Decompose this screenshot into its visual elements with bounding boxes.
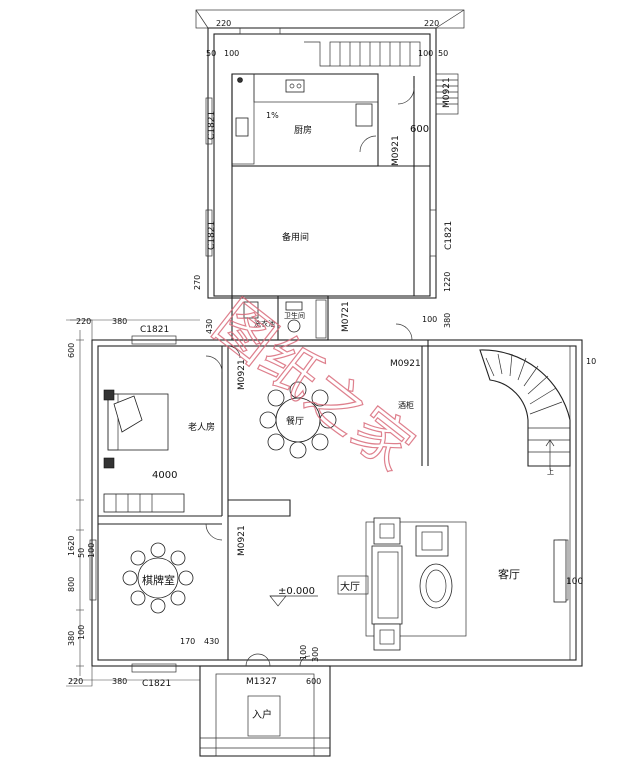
window-c1821-storage-left: C1821 xyxy=(207,221,217,250)
chess-table xyxy=(122,542,194,614)
dim-430-bottom: 430 xyxy=(204,637,219,646)
slope-label: 1% xyxy=(266,111,279,120)
main-floor-walls xyxy=(66,319,583,757)
watermark: 图纸之家 xyxy=(201,287,426,483)
room-laundry: 洗衣池 xyxy=(254,319,275,328)
dim-300: 300 xyxy=(311,647,320,662)
window-c1821-elder: C1821 xyxy=(140,325,169,335)
window-c1821-kitchen: C1821 xyxy=(207,111,217,140)
dining-table xyxy=(259,381,337,459)
elder-bed xyxy=(103,389,185,513)
spiral-stair xyxy=(479,349,571,470)
dim-50-top-right: 50 xyxy=(438,49,448,58)
dim-220-bottom: 220 xyxy=(68,677,83,686)
dim-100-living: 100 xyxy=(566,577,583,587)
dim-50-top: 50 xyxy=(206,49,216,58)
room-chess: 棋牌室 xyxy=(142,573,175,587)
dim-270: 270 xyxy=(193,275,202,290)
room-storage: 备用间 xyxy=(282,231,309,243)
door-m1327: M1327 xyxy=(246,677,277,687)
dim-100-left: 100 xyxy=(87,543,96,558)
room-entrance: 入户 xyxy=(252,708,272,721)
room-bathroom: 卫生间 xyxy=(284,311,305,320)
dim-10-right: 10 xyxy=(586,357,596,366)
dim-100-top: 100 xyxy=(224,49,239,58)
door-m0921-elder: M0921 xyxy=(237,359,247,390)
window-c1821-bottom: C1821 xyxy=(142,679,171,689)
dim-100-mid: 100 xyxy=(299,645,308,660)
dim-380-bottom: 380 xyxy=(112,677,127,686)
room-elder: 老人房 xyxy=(188,421,215,433)
door-m0921-kitchen: M0921 xyxy=(391,135,401,166)
hall-label-box xyxy=(337,575,369,595)
dim-600-bottom: 600 xyxy=(306,677,321,686)
room-hall: 大厅 xyxy=(340,580,360,593)
window-c1821-storage-right: C1821 xyxy=(444,221,454,250)
stair-up-label: 上 xyxy=(547,467,554,476)
dim-380-right: 380 xyxy=(443,313,452,328)
living-furniture xyxy=(365,517,567,651)
dim-100-left2: 100 xyxy=(77,625,86,640)
elevation-label: ±0.000 xyxy=(278,586,315,597)
dim-380-left: 380 xyxy=(67,631,76,646)
door-m0721: M0721 xyxy=(341,301,351,332)
room-dining: 餐厅 xyxy=(286,415,304,427)
dim-1620: 1620 xyxy=(67,536,76,556)
room-kitchen: 厨房 xyxy=(294,124,312,136)
bath-laundry-walls xyxy=(231,295,329,341)
door-m0921-chess: M0921 xyxy=(237,525,247,556)
room-living: 客厅 xyxy=(498,567,520,581)
dim-220-top-right: 220 xyxy=(424,19,439,28)
bed-dimension-label: 4000 xyxy=(152,470,177,481)
dim-170: 170 xyxy=(180,637,195,646)
dim-50-left: 50 xyxy=(77,548,86,558)
dim-600-left: 600 xyxy=(67,343,76,358)
door-m0921-dining: M0921 xyxy=(390,359,421,369)
room-bar: 酒柜 xyxy=(398,400,414,410)
dim-1220: 1220 xyxy=(443,272,452,292)
upper-wing-walls xyxy=(195,9,465,299)
dim-380-mid-left: 380 xyxy=(112,317,127,326)
dim-800: 800 xyxy=(67,577,76,592)
top-stairs xyxy=(304,41,421,67)
dim-100-right: 100 xyxy=(422,315,437,324)
dim-100-top-right: 100 xyxy=(418,49,433,58)
elevation-marker xyxy=(269,595,318,607)
dim-600: 600 xyxy=(410,124,429,135)
dim-220-mid-left: 220 xyxy=(76,317,91,326)
dim-220-top-left: 220 xyxy=(216,19,231,28)
door-m0921-top-right: M0921 xyxy=(442,77,452,108)
dim-430: 430 xyxy=(205,319,214,334)
